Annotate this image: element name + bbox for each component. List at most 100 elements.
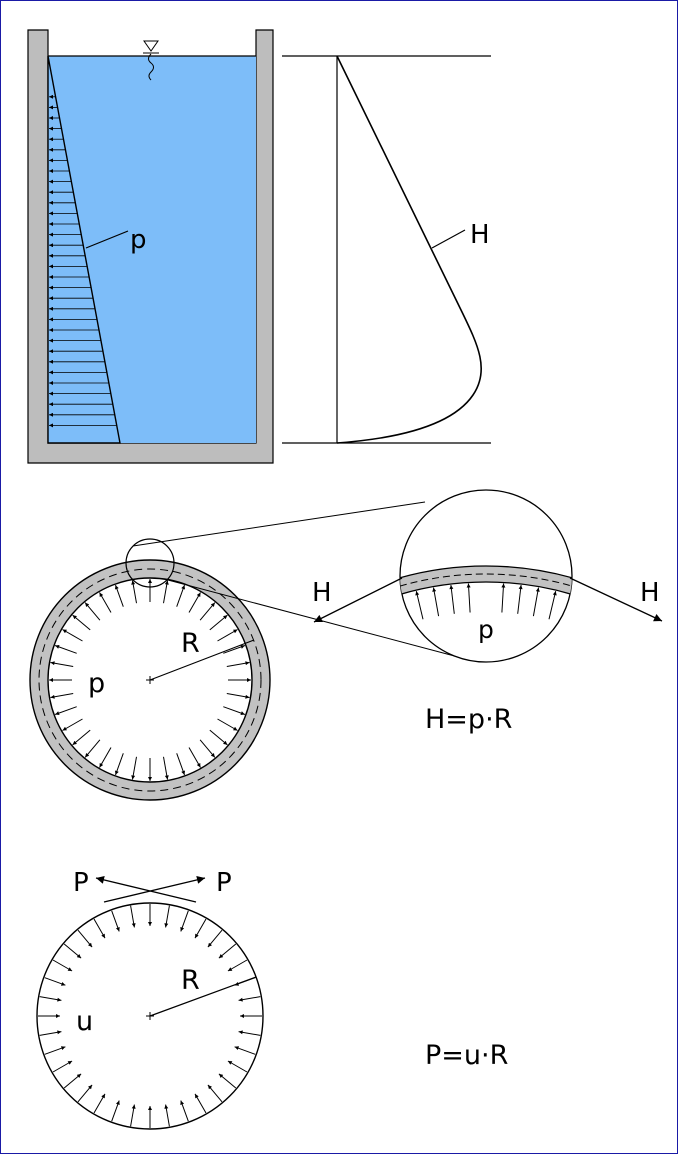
ring-pressure-arrow [163, 756, 169, 780]
detail-pressure-arrow [415, 590, 424, 620]
ring-pressure-arrow [50, 693, 74, 699]
hoop-force-arrow-left [313, 577, 403, 623]
ring-pressure-arrow [72, 614, 91, 631]
cable-load-arrow [130, 905, 136, 928]
cable-radius-line [149, 976, 257, 1017]
cable-load-arrow [207, 1084, 223, 1103]
ring-center-mark [146, 676, 154, 684]
ring-pressure-label: p [88, 668, 105, 699]
hoop-force-curve [336, 55, 482, 444]
ring-pressure-arrow [62, 718, 83, 731]
ring-pressure-arrow [131, 580, 137, 604]
ring-pressure-arrow [226, 661, 250, 667]
cable-load-arrow [207, 929, 223, 948]
cable-load-arrow [39, 1030, 62, 1036]
ring-pressure-arrow [217, 718, 238, 731]
cable-load-arrow [227, 959, 248, 972]
detail-pressure-arrow [532, 587, 540, 617]
ring-pressure-arrow [84, 739, 101, 758]
magnifier-line-top [132, 501, 426, 547]
ring-centerline [38, 568, 262, 792]
detail-pressure-arrow [466, 583, 471, 613]
ring-pressure-arrow [199, 739, 216, 758]
ring-pressure-arrow [72, 729, 91, 746]
cable-load-arrow [218, 943, 237, 959]
ring-pressure-arrow [226, 693, 250, 699]
ring-pressure-arrow [131, 756, 137, 780]
ring-pressure-arrow [209, 614, 228, 631]
cable-load-arrow [227, 1060, 248, 1073]
cable-load-arrow [77, 1084, 93, 1103]
tension-label-left: P [73, 868, 89, 898]
pressure-triangle [47, 55, 121, 444]
cable-load-arrow [63, 943, 82, 959]
cable-load-arrow [180, 1100, 189, 1122]
tension-arrow-right [103, 875, 206, 903]
tank-pressure-label: p [130, 225, 147, 255]
ring-pressure-arrow [223, 706, 246, 716]
ring-pressure-arrow [54, 706, 77, 716]
ring-pressure-arrow [217, 629, 238, 642]
cable-load-arrow [93, 1093, 106, 1114]
ring-pressure-arrow [99, 747, 112, 768]
cable-force-formula: P=u·R [425, 1040, 508, 1071]
detail-pressure-arrow [517, 584, 523, 614]
cable-load-arrow [52, 1060, 73, 1073]
ring-pressure-arrow [188, 747, 201, 768]
cable-load-arrow [39, 996, 62, 1002]
ring-pressure-arrow [54, 644, 77, 654]
cable-load-arrow [130, 1104, 136, 1127]
ring-pressure-arrow [223, 644, 246, 654]
cable-load-arrow [234, 1046, 256, 1055]
cable-load-arrow [238, 996, 261, 1002]
ring-radius-line [149, 639, 255, 681]
hoop-force-arrow-right [569, 577, 663, 622]
ring-pressure-arrow [62, 629, 83, 642]
cable-load-arrow [194, 918, 207, 939]
hoop-force-formula: H=p·R [425, 704, 512, 735]
cable-radius-label: R [181, 965, 200, 996]
detail-pressure-arrow [432, 587, 440, 617]
tension-label-right: P [216, 868, 232, 898]
detail-pressure-arrow [501, 583, 506, 613]
detail-pressure-arrow [548, 590, 557, 620]
cable-load-arrow [164, 905, 170, 928]
ring-pressure-arrow [176, 753, 186, 776]
cable-load-arrow [164, 1104, 170, 1127]
cable-load-arrow [44, 977, 66, 986]
ring-pressure-arrow [114, 753, 124, 776]
ring-pressure-arrow [209, 729, 228, 746]
pressure-leader-line [85, 230, 129, 249]
ring-pressure-arrow [188, 592, 201, 613]
hoop-force-leader-line [431, 229, 466, 249]
ring-pressure-arrow [114, 584, 124, 607]
magnifier-small-circle [125, 538, 175, 588]
cable-ring-section: R u P P P=u·R [36, 868, 508, 1130]
water-level-icon [143, 40, 159, 81]
detail-pressure-arrow [449, 584, 455, 614]
tension-arrow-left [95, 875, 197, 903]
cable-load-arrow [180, 910, 189, 932]
cable-center-mark [146, 1012, 154, 1020]
cable-load-arrow [194, 1093, 207, 1114]
cable-load-arrow [238, 1030, 261, 1036]
tank-section: p H [27, 29, 491, 464]
cable-load-label: u [76, 1006, 93, 1037]
detail-pressure-arrows [415, 583, 557, 620]
cable-load-arrow [77, 929, 93, 948]
cable-load-arrow [52, 959, 73, 972]
ring-pressure-arrow [199, 602, 216, 621]
pressure-ring-section: R p p H H H=p·R [29, 489, 663, 801]
ring-radius-label: R [181, 628, 200, 659]
cable-load-arrow [111, 1100, 120, 1122]
ring-pressure-arrow [99, 592, 112, 613]
magnified-ring-segment [400, 565, 572, 602]
pressure-arrows [49, 94, 117, 428]
cable-load-arrow [218, 1073, 237, 1089]
ring-pressure-arrow [176, 584, 186, 607]
cable-load-arrow [93, 918, 106, 939]
cable-load-arrow [111, 910, 120, 932]
tank-hoop-force-label: H [470, 220, 490, 250]
